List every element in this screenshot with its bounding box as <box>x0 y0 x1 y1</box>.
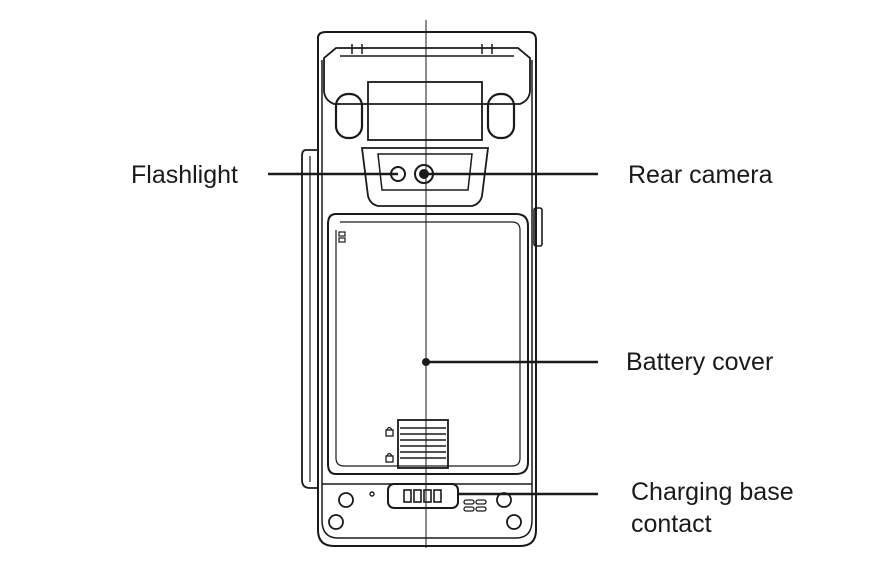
device-body-outline <box>317 31 537 547</box>
charging-contact-pins <box>403 489 442 503</box>
charging-base-label-line2: contact <box>631 510 712 538</box>
battery-latch <box>397 419 449 469</box>
battery-cover-marks <box>338 231 346 243</box>
battery-cover-label: Battery cover <box>626 348 774 376</box>
camera-module-housing <box>360 147 490 207</box>
rear-camera-label: Rear camera <box>628 161 773 189</box>
charging-base-label-line1: Charging base <box>631 478 794 506</box>
battery-cover-outline <box>327 213 529 475</box>
left-side-rail <box>301 149 318 489</box>
flashlight-label: Flashlight <box>131 161 238 189</box>
speaker-grille <box>463 499 487 512</box>
lock-icons <box>385 426 394 463</box>
side-button-left <box>334 92 364 140</box>
charging-contact-plate <box>387 483 459 509</box>
screw-bottom-right-lower <box>506 514 522 530</box>
top-cap <box>323 47 531 105</box>
device-body-inner-outline <box>321 60 533 539</box>
screw-bottom-left-upper <box>338 492 354 508</box>
top-clips <box>351 44 493 54</box>
right-side-key <box>533 207 543 247</box>
battery-latch-ridges <box>400 427 446 459</box>
top-window <box>367 81 483 141</box>
battery-cover-inner <box>335 221 521 467</box>
camera-module-inner <box>377 153 473 191</box>
side-button-right <box>486 92 516 140</box>
mic-hole <box>369 491 375 497</box>
screw-bottom-left-lower <box>328 514 344 530</box>
